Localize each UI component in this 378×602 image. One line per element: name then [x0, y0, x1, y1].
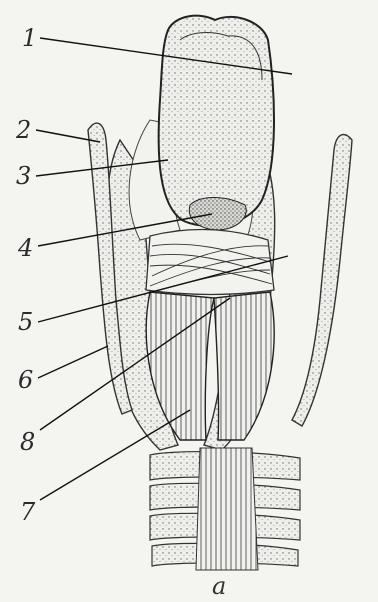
- figure-caption: a: [212, 572, 226, 600]
- label-5: 5: [18, 310, 33, 334]
- label-8: 8: [20, 430, 35, 454]
- label-2: 2: [16, 118, 31, 142]
- label-3: 3: [16, 164, 31, 188]
- label-4: 4: [18, 236, 33, 260]
- label-6: 6: [18, 368, 33, 392]
- label-7: 7: [20, 500, 35, 524]
- label-1: 1: [22, 26, 37, 50]
